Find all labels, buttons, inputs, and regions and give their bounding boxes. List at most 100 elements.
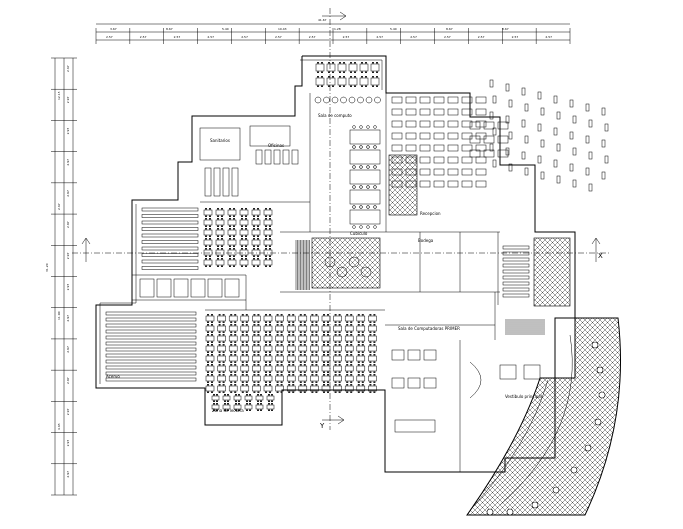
chair [222,341,225,343]
computer-desk [405,132,417,140]
chair [265,255,267,257]
computer-desk [419,144,431,152]
chair [323,314,325,316]
chair [230,344,233,346]
chair [238,400,240,402]
top-sub-dimension: 2.57 [275,35,282,39]
chair [213,394,215,396]
chair [280,381,283,383]
chair [269,258,271,260]
chair [327,381,329,383]
reading-table [368,375,377,382]
chair [211,391,213,393]
chair [211,314,213,316]
chair [357,354,360,356]
chair [241,265,243,267]
chair [246,394,248,396]
chair [233,208,235,210]
chair [241,364,244,366]
study-desk [326,77,336,86]
chair [217,265,219,267]
top-sub-dimension: 2.57 [444,35,451,39]
top-row-dimension: 5.40 [222,27,229,31]
round-table [323,96,330,104]
reading-table [205,325,215,332]
outdoor-bench [553,159,558,168]
office-desk [273,149,281,165]
computer-desk [475,108,487,116]
computer-desk [391,120,403,128]
group-table [349,129,381,145]
chair [346,361,349,363]
chair [205,208,207,210]
computer-desk [433,132,445,140]
chair [365,76,367,78]
reading-table [344,355,354,362]
chair [373,321,376,323]
chair [292,334,295,336]
chair [209,225,211,227]
chair [269,334,271,336]
chair [257,238,259,240]
chair [373,364,376,366]
chair [346,381,349,383]
chair [292,371,295,373]
outdoor-bench [537,123,542,132]
chair [241,258,243,260]
label-recepcion: Recepcion [420,211,441,216]
chair [369,384,372,386]
chair [235,394,237,396]
chair [253,384,256,386]
chair [334,344,337,346]
reading-table [211,395,220,401]
computer-desk [405,120,417,128]
chair [366,125,370,129]
chair [234,371,237,373]
reading-table [263,335,273,342]
chair [346,334,349,336]
office-desk [231,167,239,197]
chair [241,354,244,356]
chair [315,374,318,376]
chair [234,314,237,316]
reading-table [298,325,308,332]
chair [271,400,273,402]
chair [359,185,363,189]
chair [323,381,325,383]
chair [213,409,215,411]
chair [253,208,255,210]
chair [257,321,260,323]
reading-table [286,315,296,322]
computer-desk [419,96,431,104]
chair [303,374,306,376]
chair [311,354,314,356]
chair [369,371,372,373]
chair [321,71,323,73]
reading-table [321,355,331,362]
chair [350,76,352,78]
chair [288,344,291,346]
chair [346,374,349,376]
chair [346,391,349,393]
chair [265,374,267,376]
chair [227,394,229,396]
chair [241,351,244,353]
chair [217,215,219,217]
chair [227,403,229,405]
chair [241,384,244,386]
chair [229,225,231,227]
group-table [349,149,381,165]
chair [246,409,248,411]
chair [299,324,302,326]
workstation [407,377,421,389]
chair [265,351,267,353]
left-sub-dimension: 2.97 [66,96,70,103]
reading-table [275,315,284,322]
reading-table [233,404,242,410]
chair [311,381,314,383]
label-acervo: Acervo [106,374,120,379]
chair [339,71,341,73]
chair [253,245,255,247]
chair [288,334,291,336]
chair [257,400,259,402]
